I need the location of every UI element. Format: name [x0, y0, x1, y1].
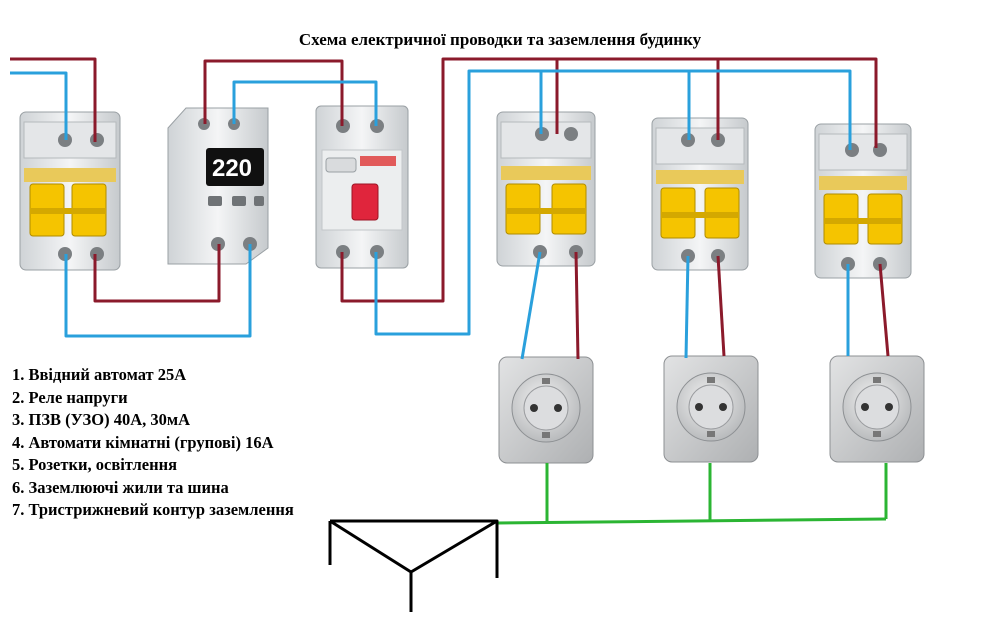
legend-item-4: 4. Автомати кімнатні (групові) 16А: [12, 432, 274, 452]
group-breaker-1: [496, 111, 596, 267]
socket-1: [498, 356, 594, 464]
neutral-relay-to-rcd: [232, 80, 378, 126]
input-breaker: [19, 111, 121, 271]
voltage-relay: 220: [167, 107, 269, 265]
neutral-to-socket-1: [520, 251, 542, 360]
neutral-rcd-to-bus: [374, 69, 852, 336]
legend-list: 1. Ввідний автомат 25А 2. Реле напруги 3…: [12, 364, 312, 522]
grounding-contour: [328, 519, 499, 612]
phase-rcd-to-bus: [340, 57, 878, 303]
neutral-breaker-to-relay: [64, 244, 252, 338]
page-title: Схема електричної проводки та заземлення…: [298, 30, 702, 49]
group-breaker-3: [814, 123, 912, 279]
phase-wires: [10, 57, 890, 360]
phase-breaker-to-relay: [93, 244, 221, 303]
phase-to-socket-1: [574, 251, 580, 360]
legend-item-2: 2. Реле напруги: [12, 387, 128, 407]
legend-item-1: 1. Ввідний автомат 25А: [12, 365, 187, 384]
group-breaker-2: [651, 117, 749, 271]
legend-item-7: 7. Тристрижневий контур заземлення: [12, 500, 294, 519]
legend-item-6: 6. Заземлюючі жили та шина: [12, 477, 229, 497]
socket-2: [663, 355, 759, 463]
socket-3: [829, 355, 925, 463]
neutral-wires: [10, 69, 852, 360]
relay-display: 220: [212, 155, 252, 182]
phase-to-socket-3: [878, 263, 890, 357]
rcd-device: [315, 105, 409, 269]
neutral-input: [10, 71, 68, 140]
neutral-to-socket-2: [684, 255, 690, 359]
ground-bus: [496, 517, 887, 525]
phase-input: [10, 57, 97, 142]
legend-item-5: 5. Розетки, освітлення: [12, 455, 178, 474]
phase-to-socket-2: [716, 255, 726, 357]
phase-relay-to-rcd: [203, 59, 344, 126]
legend-item-3: 3. ПЗВ (УЗО) 40А, 30мА: [12, 410, 191, 429]
ground-wires: [496, 463, 888, 525]
